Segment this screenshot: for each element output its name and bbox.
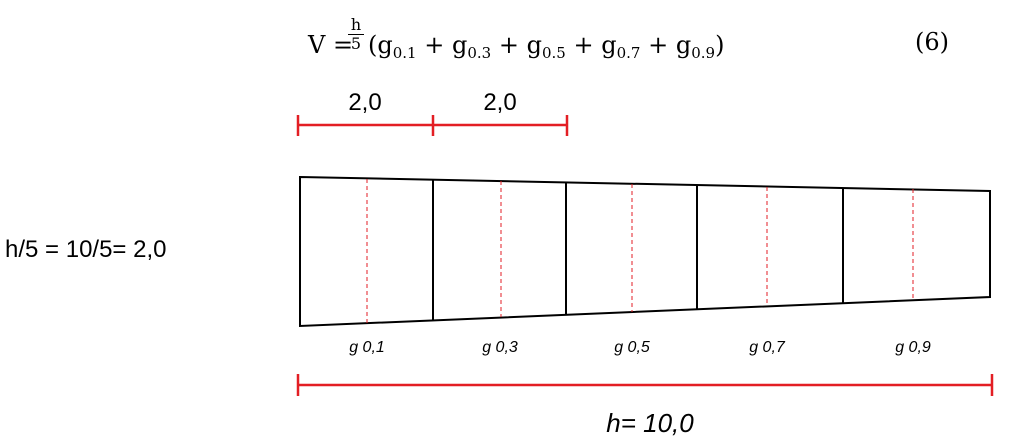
plus-sign: + <box>573 31 594 59</box>
section-label-g09: g 0,9 <box>895 339 931 356</box>
total-length-label: h= 10,0 <box>606 408 694 438</box>
term-g09: g0.9 <box>675 31 716 62</box>
section-label-g01: g 0,1 <box>349 339 385 356</box>
open-paren: ( <box>368 31 378 59</box>
section-label-g05: g 0,5 <box>614 339 650 356</box>
formula-sum: (g0.1 + g0.3 + g0.5 + g0.7 + g0.9) <box>368 31 724 62</box>
volume-formula: V = h 5 (g0.1 + g0.3 + g0.5 + g0.7 + g0.… <box>300 14 1000 74</box>
log-outline <box>299 175 991 328</box>
plus-sign: + <box>498 31 519 59</box>
section-length-label: h/5 = 10/5= 2,0 <box>5 236 167 263</box>
term-g07: g0.7 <box>601 31 641 62</box>
term-g03: g0.3 <box>452 31 492 62</box>
formula-fraction: h 5 <box>348 16 364 53</box>
equation-number: (6) <box>915 28 949 56</box>
plus-sign: + <box>648 31 669 59</box>
term-g01: g0.1 <box>377 31 417 62</box>
formula-lhs: V = <box>308 31 354 59</box>
dimension-label: 2,0 <box>348 89 381 116</box>
section-label-g07: g 0,7 <box>749 339 786 356</box>
top-dimension-1: 2,0 <box>296 89 435 136</box>
close-paren: ) <box>715 31 725 59</box>
fraction-numerator: h <box>348 16 364 35</box>
section-label-g03: g 0,3 <box>482 339 518 356</box>
term-g05: g0.5 <box>526 31 566 62</box>
plus-sign: + <box>424 31 445 59</box>
total-length-dimension: h= 10,0 <box>296 374 994 438</box>
top-dimension-2: 2,0 <box>433 89 569 136</box>
fraction-denominator: 5 <box>350 34 362 53</box>
dimension-label: 2,0 <box>483 89 516 116</box>
